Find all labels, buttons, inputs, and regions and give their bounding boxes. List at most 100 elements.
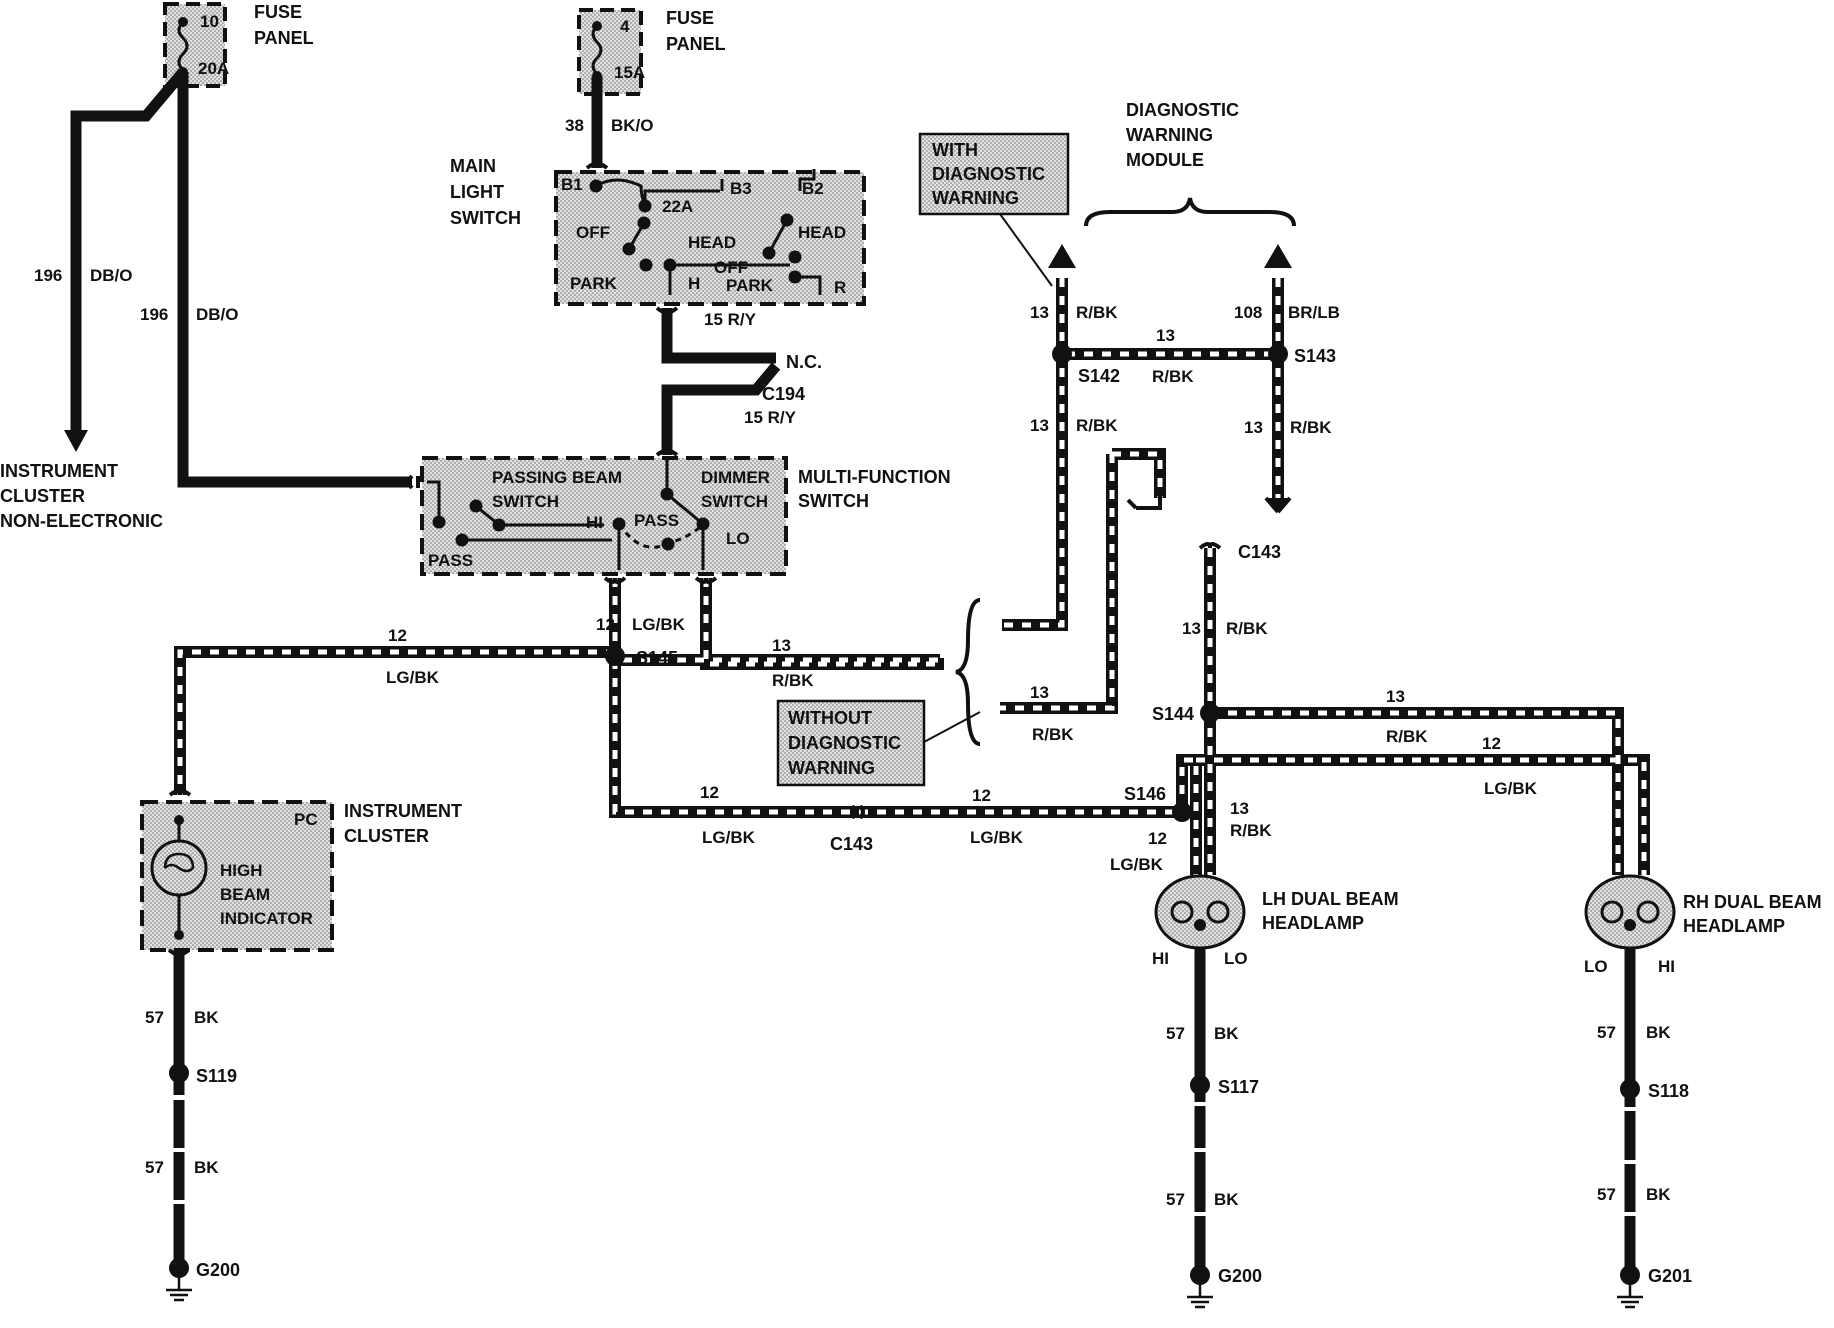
instrument-cluster: INSTRUMENT CLUSTER PC HIGH BEAM INDICATO… [140, 800, 462, 952]
w12-lh-color: LG/BK [1110, 855, 1164, 874]
w12-rh-color: LG/BK [1484, 779, 1538, 798]
w13-diag-left-color: R/BK [1076, 303, 1118, 322]
s118-dot [1620, 1079, 1640, 1099]
ic-ne-3: NON-ELECTRONIC [0, 511, 163, 531]
splice-s146: S146 [1124, 784, 1166, 804]
splice-s144: S144 [1152, 704, 1194, 724]
splice-points [169, 344, 1640, 1285]
s144-dot [1200, 703, 1220, 723]
w13-c143-color: R/BK [1226, 619, 1268, 638]
mfs-pass-mid: PASS [634, 511, 679, 530]
mfs-lo: LO [726, 529, 750, 548]
brace-icon [1084, 197, 1296, 227]
fuse-left-number: 10 [200, 12, 219, 31]
w12-bot-right-num: 12 [972, 786, 991, 805]
diag-module-3: MODULE [1126, 150, 1204, 170]
w57-pc-upper-num: 57 [145, 1008, 164, 1027]
with-diagnostic-warning-note: WITH DIAGNOSTIC WARNING [918, 132, 1070, 216]
s117-dot [1190, 1075, 1210, 1095]
mls-title-1: MAIN [450, 156, 496, 176]
w12-mfs-num: 12 [596, 615, 615, 634]
w12-top-num: 12 [388, 626, 407, 645]
w57-rh-lower-num: 57 [1597, 1185, 1616, 1204]
ground-icon [166, 1278, 192, 1302]
ground-g200-left: G200 [196, 1260, 240, 1280]
w57-pc-lower-num: 57 [145, 1158, 164, 1177]
w13-below-s142-num: 13 [1030, 416, 1049, 435]
with-note-2: DIAGNOSTIC [932, 164, 1045, 184]
without-diagnostic-warning-note: WITHOUT DIAGNOSTIC WARNING [776, 699, 926, 787]
mfs-dimmer-1: DIMMER [701, 468, 770, 487]
mls-title-2: LIGHT [450, 182, 504, 202]
ground-g201: G201 [1648, 1266, 1692, 1286]
lh-headlamp: LH DUAL BEAM HEADLAMP HI LO [1152, 874, 1399, 968]
lh-title-2: HEADLAMP [1262, 913, 1364, 933]
mfs-title-1: MULTI-FUNCTION [798, 467, 951, 487]
w196-inner-color: DB/O [196, 305, 239, 324]
splice-s145: S145 [636, 648, 678, 668]
connectors [167, 162, 1296, 956]
ic-pc: PC [294, 810, 318, 829]
w13-mfs-color: R/BK [772, 671, 814, 690]
rh-headlamp: RH DUAL BEAM HEADLAMP LO HI [1584, 874, 1822, 976]
wire-15-upper [661, 308, 776, 364]
main-light-switch: MAIN LIGHT SWITCH B1 22A B3 B2 OFF HEAD … [450, 156, 866, 306]
without-note-3: WARNING [788, 758, 875, 778]
w108-num: 108 [1234, 303, 1262, 322]
w13-below-s142-color: R/BK [1076, 416, 1118, 435]
mls-off-mid: OFF [714, 258, 748, 277]
lh-title-1: LH DUAL BEAM [1262, 889, 1399, 909]
w57-rh-lower-color: BK [1646, 1185, 1671, 1204]
ic-title-1: INSTRUMENT [344, 801, 462, 821]
mls-b3: B3 [730, 179, 752, 198]
ground-icon [1617, 1285, 1643, 1309]
arrows [64, 244, 1292, 512]
splice-s117: S117 [1218, 1077, 1259, 1097]
w57-rh-upper-color: BK [1646, 1023, 1671, 1042]
mls-b1: B1 [561, 175, 583, 194]
w57-lh-upper-color: BK [1214, 1024, 1239, 1043]
w12-bot-left-color: LG/BK [702, 828, 756, 847]
lh-hi: HI [1152, 949, 1169, 968]
w13-lh-color: R/BK [1230, 821, 1272, 840]
s145-dot [605, 646, 625, 666]
w38-color: BK/O [611, 116, 654, 135]
splice-s118: S118 [1648, 1081, 1689, 1101]
headlamp-icon [1584, 874, 1676, 950]
with-note-3: WARNING [932, 188, 1019, 208]
connector-nc: N.C. [786, 352, 822, 372]
w38-num: 38 [565, 116, 584, 135]
w57-lh-lower-num: 57 [1166, 1190, 1185, 1209]
w57-lh-lower-color: BK [1214, 1190, 1239, 1209]
mls-h: H [688, 274, 700, 293]
w13-below-s143-color: R/BK [1290, 418, 1332, 437]
splice-s119: S119 [196, 1066, 237, 1086]
w57-pc-upper-color: BK [194, 1008, 219, 1027]
w196-outer-num: 196 [34, 266, 62, 285]
wiring [70, 68, 1650, 1275]
w13-lh-num: 13 [1230, 799, 1249, 818]
labels: DIAGNOSTIC WARNING MODULE INSTRUMENT CLU… [0, 100, 1692, 1286]
splice-s143: S143 [1294, 346, 1336, 366]
fuse-panel-right-title-1: FUSE [666, 8, 714, 28]
ground-icon [1187, 1285, 1213, 1309]
w108-color: BR/LB [1288, 303, 1340, 322]
w13-s142-s143-color: R/BK [1152, 367, 1194, 386]
w13-rh-num: 13 [1386, 687, 1405, 706]
mfs-dimmer-2: SWITCH [701, 492, 768, 511]
with-note-1: WITH [932, 140, 978, 160]
mfs-passing-2: SWITCH [492, 492, 559, 511]
mls-off-left: OFF [576, 223, 610, 242]
mls-park-left: PARK [570, 274, 618, 293]
mfs-passing-1: PASSING BEAM [492, 468, 622, 487]
fuse-panel-left: 10 20A FUSE PANEL [163, 2, 314, 88]
ic-indicator-1: HIGH [220, 861, 263, 880]
without-note-1: WITHOUT [788, 708, 872, 728]
connector-c194: C194 [762, 384, 805, 404]
mls-title-3: SWITCH [450, 208, 521, 228]
mfs-pass-left: PASS [428, 551, 473, 570]
w13-s142-s143-num: 13 [1156, 326, 1175, 345]
s119-dot [169, 1063, 189, 1083]
ic-indicator-2: BEAM [220, 885, 270, 904]
